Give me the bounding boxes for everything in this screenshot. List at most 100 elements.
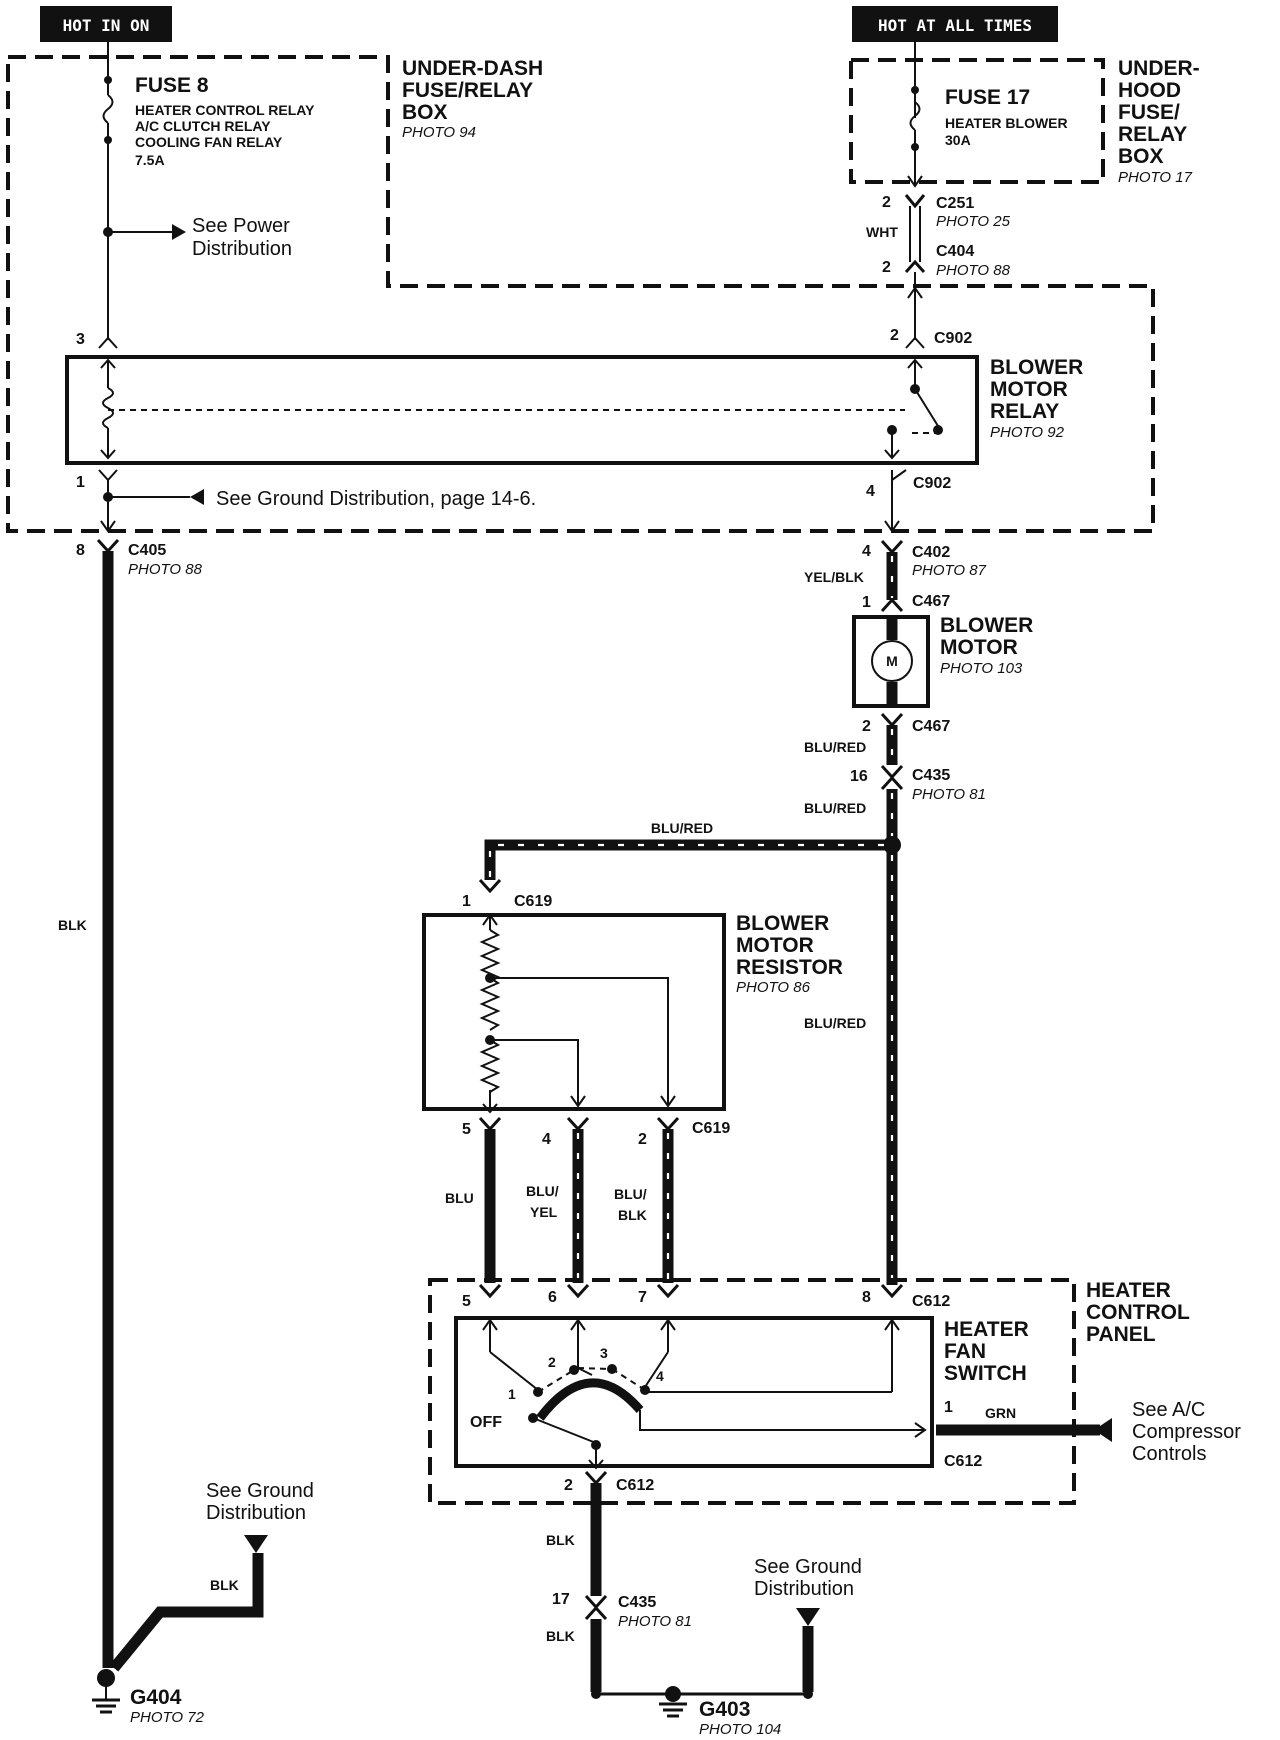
connector-c402: 4 C402 PHOTO 87: [862, 539, 987, 579]
svg-text:RELAY: RELAY: [990, 400, 1059, 423]
connector-c612-right: 1 C612: [944, 1399, 982, 1470]
svg-text:C402: C402: [912, 544, 950, 561]
blower-motor-resistor-label: BLOWER MOTOR RESISTOR PHOTO 86: [736, 912, 843, 996]
svg-text:4: 4: [866, 483, 875, 500]
svg-text:2: 2: [862, 718, 871, 735]
svg-text:2: 2: [882, 194, 891, 211]
svg-text:PHOTO 25: PHOTO 25: [936, 213, 1011, 230]
blower-motor-relay-label: BLOWER MOTOR RELAY PHOTO 92: [990, 356, 1083, 441]
fuse-8: FUSE 8 HEATER CONTROL RELAY A/C CLUTCH R…: [102, 42, 315, 340]
svg-text:Distribution: Distribution: [206, 1502, 306, 1524]
svg-text:See Ground: See Ground: [754, 1556, 862, 1578]
svg-text:C467: C467: [912, 593, 950, 610]
connector-c467-top: 1 C467: [862, 593, 950, 613]
svg-text:C435: C435: [912, 767, 950, 784]
svg-text:G404: G404: [130, 1686, 182, 1709]
svg-text:RELAY: RELAY: [1118, 123, 1187, 146]
svg-text:2: 2: [564, 1477, 573, 1494]
connector-c467-bottom: 2 C467: [862, 712, 950, 735]
hot-in-on-tab: HOT IN ON: [40, 6, 172, 42]
wire-blu-label: BLU: [445, 1190, 474, 1206]
svg-text:C467: C467: [912, 718, 950, 735]
fuse-17: FUSE 17 HEATER BLOWER 30A: [907, 42, 1068, 188]
svg-text:3: 3: [600, 1345, 608, 1361]
blower-motor-relay-box: [65, 355, 979, 465]
svg-text:C619: C619: [692, 1120, 730, 1137]
svg-text:PHOTO 94: PHOTO 94: [402, 124, 476, 141]
svg-text:C612: C612: [912, 1293, 950, 1310]
ground-distribution-page-ref: See Ground Distribution, page 14-6.: [100, 480, 536, 533]
hot-at-all-times-tab: HOT AT ALL TIMES: [852, 6, 1058, 42]
hot-in-on-label: HOT IN ON: [63, 16, 150, 35]
svg-text:BLOWER: BLOWER: [990, 356, 1083, 379]
svg-text:PHOTO 81: PHOTO 81: [912, 786, 986, 803]
svg-text:HEATER CONTROL RELAY: HEATER CONTROL RELAY: [135, 102, 315, 118]
ground-g404: G404 PHOTO 72: [92, 1669, 205, 1726]
svg-text:FUSE/RELAY: FUSE/RELAY: [402, 79, 533, 102]
svg-text:C435: C435: [618, 1594, 656, 1611]
svg-text:BOX: BOX: [402, 101, 448, 124]
svg-text:FUSE/: FUSE/: [1118, 101, 1180, 124]
underdash-box-outline: [6, 55, 1155, 533]
svg-text:1: 1: [862, 594, 871, 611]
blower-motor-label: BLOWER MOTOR PHOTO 103: [940, 614, 1033, 677]
svg-text:COOLING FAN RELAY: COOLING FAN RELAY: [135, 134, 283, 150]
svg-text:PHOTO 88: PHOTO 88: [128, 561, 203, 578]
svg-text:FUSE 17: FUSE 17: [945, 86, 1030, 109]
svg-text:C902: C902: [913, 475, 951, 492]
svg-text:HEATER: HEATER: [1086, 1279, 1171, 1302]
svg-text:BLOWER: BLOWER: [736, 912, 829, 935]
svg-text:PHOTO 87: PHOTO 87: [912, 562, 987, 579]
blower-motor-relay-internals: [100, 358, 943, 460]
svg-text:See Ground: See Ground: [206, 1480, 314, 1502]
ground-g403: G403 PHOTO 104: [591, 1686, 813, 1738]
svg-text:C405: C405: [128, 542, 166, 559]
hot-at-all-times-label: HOT AT ALL TIMES: [878, 16, 1032, 35]
svg-text:PHOTO 92: PHOTO 92: [990, 424, 1065, 441]
svg-text:HOOD: HOOD: [1118, 79, 1181, 102]
svg-text:PHOTO 86: PHOTO 86: [736, 979, 811, 996]
svg-text:4: 4: [862, 543, 871, 560]
ac-arrow: [1094, 1418, 1112, 1442]
svg-text:C902: C902: [934, 330, 972, 347]
svg-text:PHOTO 72: PHOTO 72: [130, 1709, 205, 1726]
svg-text:MOTOR: MOTOR: [940, 636, 1018, 659]
svg-text:1: 1: [76, 474, 85, 491]
svg-text:8: 8: [76, 542, 85, 559]
svg-text:UNDER-DASH: UNDER-DASH: [402, 57, 543, 80]
connector-c435-top: 16 C435 PHOTO 81: [850, 764, 986, 803]
svg-text:Compressor: Compressor: [1132, 1421, 1241, 1443]
svg-text:1: 1: [508, 1386, 516, 1402]
svg-text:BLK: BLK: [618, 1207, 647, 1223]
wire-blk-left-label: BLK: [58, 917, 87, 933]
svg-text:BLU/: BLU/: [614, 1186, 647, 1202]
svg-text:8: 8: [862, 1289, 871, 1306]
svg-text:HEATER: HEATER: [944, 1318, 1029, 1341]
ground-distribution-ref-b: See Ground Distribution: [754, 1556, 862, 1692]
svg-text:See Ground Distribution, page: See Ground Distribution, page 14-6.: [216, 488, 536, 510]
svg-text:OFF: OFF: [470, 1414, 502, 1431]
connector-c612-top: 5 6 7 8 C612: [462, 1283, 950, 1310]
svg-text:17: 17: [552, 1591, 570, 1608]
svg-text:WHT: WHT: [866, 224, 898, 240]
blower-motor-resistor-box: [422, 913, 726, 1111]
wire-blk-c612-label: BLK: [546, 1532, 575, 1548]
svg-text:PHOTO 17: PHOTO 17: [1118, 169, 1193, 186]
svg-text:C619: C619: [514, 893, 552, 910]
motor-symbol: M: [886, 653, 898, 669]
svg-text:HEATER BLOWER: HEATER BLOWER: [945, 115, 1068, 131]
svg-text:PANEL: PANEL: [1086, 1323, 1156, 1346]
connector-c251: 2 C251 PHOTO 25: [882, 194, 1011, 230]
svg-text:BLK: BLK: [210, 1577, 239, 1593]
svg-text:5: 5: [462, 1121, 471, 1138]
svg-text:2: 2: [882, 259, 891, 276]
wire-grn-label: GRN: [985, 1405, 1016, 1421]
svg-text:16: 16: [850, 768, 868, 785]
connector-c435-bottom: 17 C435 PHOTO 81: [552, 1591, 692, 1630]
arrow-relay-out: [884, 520, 900, 533]
arrow-c902-feed: [907, 286, 923, 299]
wire-blu-red-horizontal: [484, 839, 892, 880]
wire-yel-blk-label: YEL/BLK: [804, 569, 864, 585]
svg-text:Distribution: Distribution: [192, 238, 292, 260]
